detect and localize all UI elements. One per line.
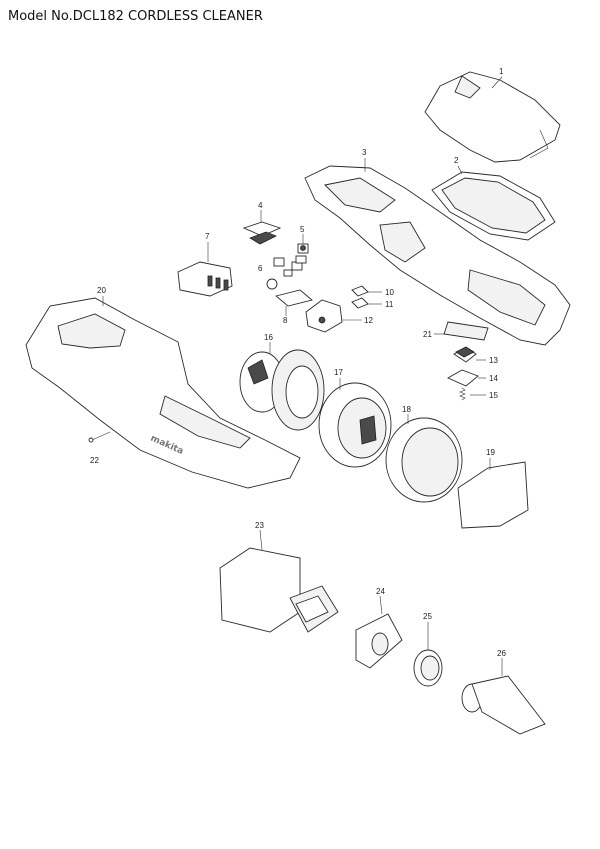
callout-11: 11	[385, 300, 394, 309]
part-5-switch: 5	[297, 225, 309, 254]
callout-20: 20	[97, 286, 106, 295]
callout-14: 14	[489, 374, 498, 383]
part-19-prefilter: 19	[457, 448, 529, 529]
callout-2: 2	[454, 156, 459, 165]
callout-12: 12	[364, 316, 373, 325]
callout-13: 13	[489, 356, 498, 365]
part-11-clip: 11	[351, 297, 394, 309]
callout-26: 26	[497, 649, 506, 658]
part-2-gasket: 2	[431, 156, 556, 241]
part-13-latch: 13	[453, 346, 498, 365]
part-15-spring: 15	[459, 387, 498, 401]
part-10-clip: 10	[351, 285, 394, 297]
callout-4: 4	[258, 201, 263, 210]
part-21-label: 21	[423, 321, 489, 341]
part-14-latch-plate: 14	[447, 369, 498, 387]
part-3-housing: 3	[304, 148, 571, 346]
callout-10: 10	[385, 288, 394, 297]
part-17-filter-cover: 17	[318, 368, 392, 468]
callout-18: 18	[402, 405, 411, 414]
part-20-handle: makita 20	[25, 286, 301, 489]
part-12-button: 12	[305, 299, 373, 333]
callout-22: 22	[90, 456, 99, 465]
callout-21: 21	[423, 330, 432, 339]
callout-19: 19	[486, 448, 495, 457]
callout-3: 3	[362, 148, 367, 157]
callout-25: 25	[423, 612, 432, 621]
part-1-cover: 1	[424, 67, 561, 163]
page-title: Model No.DCL182 CORDLESS CLEANER	[8, 9, 263, 24]
part-6-components: 6	[258, 255, 307, 277]
callout-8: 8	[283, 316, 288, 325]
part-4-switch-plate: 4	[242, 201, 282, 245]
part-18-ring: 18	[385, 405, 463, 503]
part-23-filter: 23	[219, 521, 339, 633]
callout-24: 24	[376, 587, 385, 596]
callout-6: 6	[258, 264, 263, 273]
callout-15: 15	[489, 391, 498, 400]
part-22-screw: 22	[88, 431, 111, 465]
part-16-motor: 16	[239, 333, 325, 431]
part-26-nozzle: 26	[461, 649, 546, 735]
callout-16: 16	[264, 333, 273, 342]
callout-17: 17	[334, 368, 343, 377]
callout-1: 1	[499, 67, 504, 76]
callout-7: 7	[205, 232, 210, 241]
part-7-terminal: 7	[177, 232, 233, 297]
part-24-bracket: 24	[355, 587, 403, 669]
part-25-seal: 25	[413, 612, 443, 687]
callout-5: 5	[300, 225, 305, 234]
callout-23: 23	[255, 521, 264, 530]
part-8-board: 8	[266, 278, 313, 325]
